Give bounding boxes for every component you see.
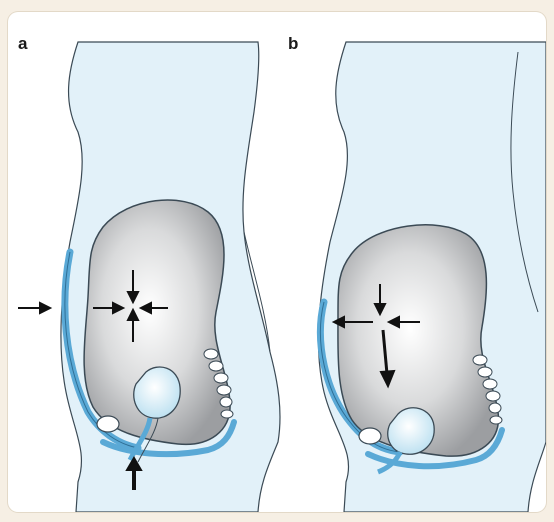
figure-frame: a b [8,12,546,512]
back-contour-b [510,51,539,313]
pubic-bone-a [96,415,120,433]
back-contour-a [243,231,271,353]
pressure-arrows-a [18,270,168,490]
abdominal-cavity-b [337,224,500,457]
panel-a [18,41,281,512]
pubic-bone-b [358,427,382,445]
pelvic-floor-a [100,419,237,458]
urethra-b [377,450,403,475]
spine-b [472,354,503,425]
panel-label-b: b [288,34,299,53]
bladder-b [387,407,435,455]
arrow-icon [381,329,389,375]
panel-label-a: a [18,34,28,53]
spine-a [203,348,234,419]
urethra-a [127,417,153,462]
abdominal-cavity-a [83,199,231,446]
pressure-arrows-b [331,284,420,389]
panel-b [316,41,546,512]
diagram-canvas [18,41,546,512]
bladder-a [133,366,181,419]
